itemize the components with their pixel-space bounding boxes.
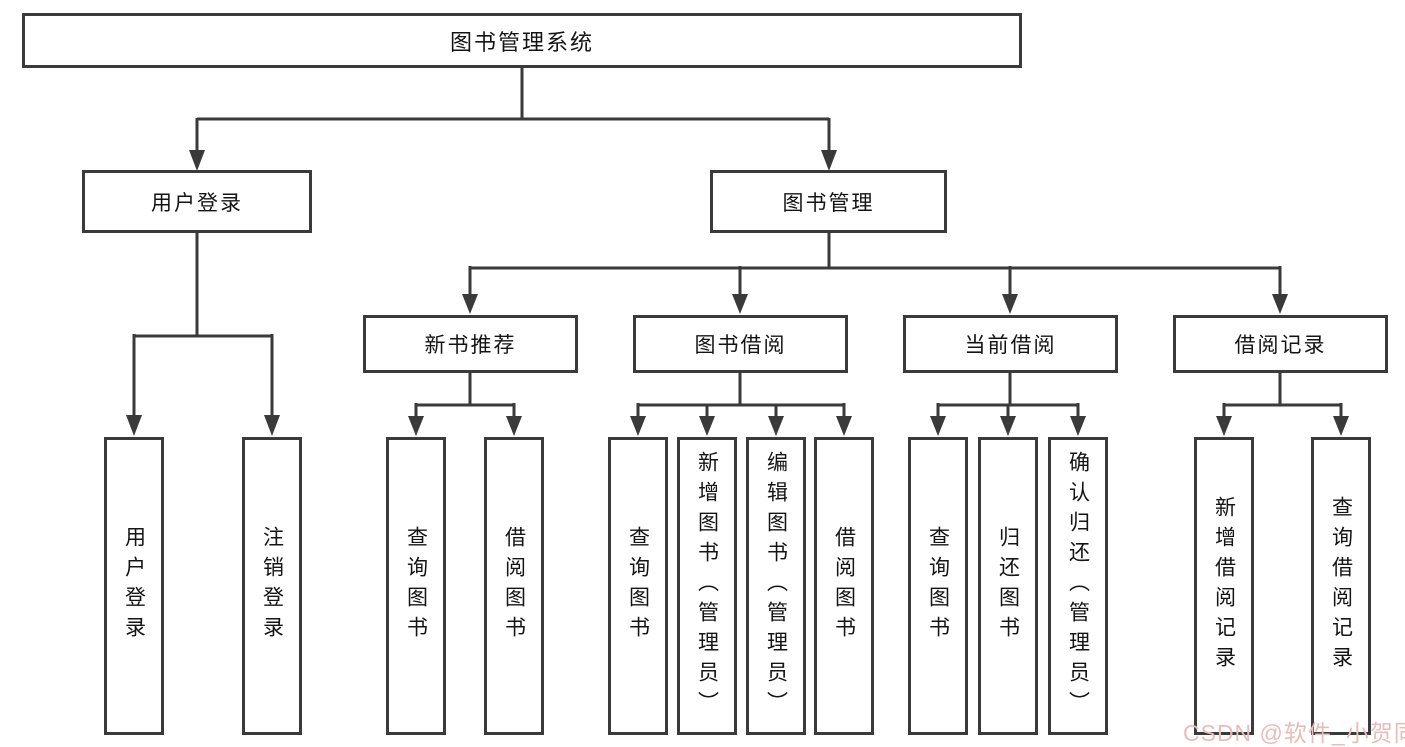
node-book-borrowing: 图书借阅 — [633, 315, 848, 373]
leaf-query-books-current: 查询图书 — [908, 437, 968, 735]
leaf-add-book-admin: 新增图书（管理员） — [677, 437, 737, 735]
csdn-watermark: CSDN @软件_小贺同学 — [1183, 720, 1405, 746]
node-new-book-recommend: 新书推荐 — [363, 315, 578, 373]
leaf-borrow-books-recommend: 借阅图书 — [484, 437, 544, 735]
node-current-borrowing: 当前借阅 — [903, 315, 1118, 373]
leaf-borrow-books: 借阅图书 — [814, 437, 874, 735]
leaf-query-borrow-record: 查询借阅记录 — [1311, 437, 1371, 735]
node-user-login: 用户登录 — [82, 170, 312, 233]
leaf-query-books-recommend: 查询图书 — [386, 437, 446, 735]
leaf-add-borrow-record: 新增借阅记录 — [1194, 437, 1254, 735]
leaf-confirm-return-admin: 确认归还（管理员） — [1048, 437, 1108, 735]
node-book-management: 图书管理 — [710, 170, 947, 233]
leaf-return-book: 归还图书 — [978, 437, 1038, 735]
leaf-user-login: 用户登录 — [104, 437, 164, 735]
leaf-edit-book-admin: 编辑图书（管理员） — [746, 437, 806, 735]
node-borrow-records: 借阅记录 — [1173, 315, 1388, 373]
leaf-logout: 注销登录 — [242, 437, 302, 735]
node-root-system: 图书管理系统 — [22, 13, 1022, 68]
leaf-query-books-borrow: 查询图书 — [608, 437, 668, 735]
